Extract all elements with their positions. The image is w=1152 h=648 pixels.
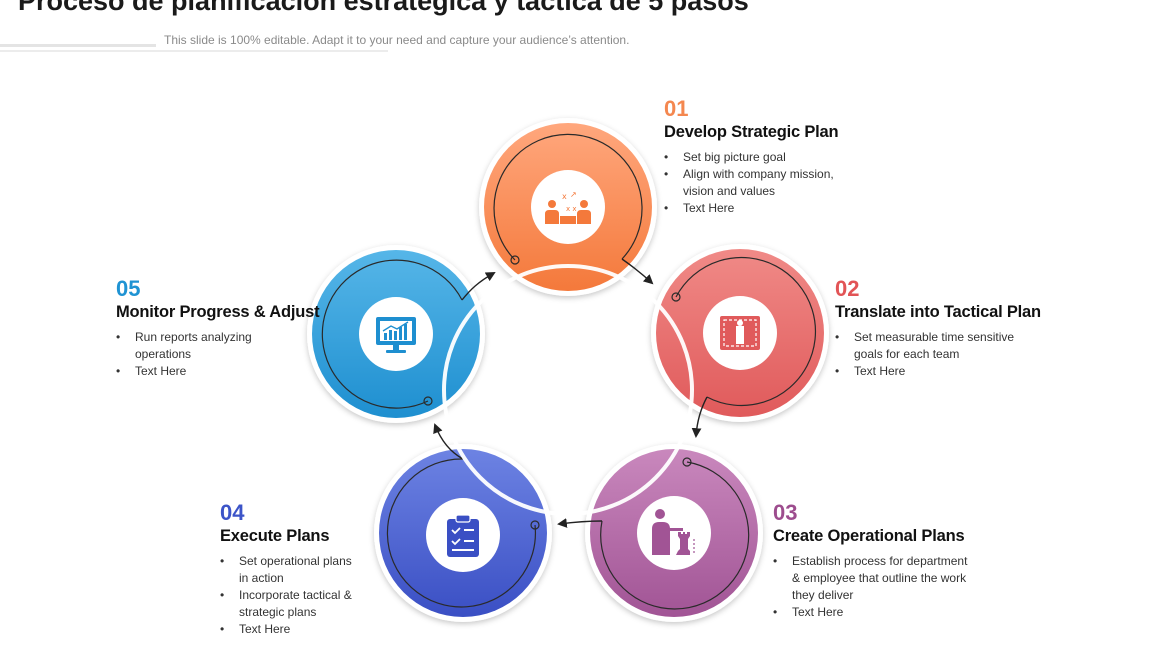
title-underline-secondary bbox=[0, 50, 388, 52]
step-03-text: 03 Create Operational Plans Establish pr… bbox=[773, 500, 973, 621]
bullet-item: Text Here bbox=[116, 363, 266, 380]
bullet-item: Text Here bbox=[220, 621, 360, 638]
strategy-meeting-icon: x ↗ x x bbox=[531, 170, 605, 244]
step-number: 03 bbox=[773, 500, 798, 525]
step-02-text: 02 Translate into Tactical Plan Set meas… bbox=[835, 276, 1041, 380]
bullet-item: Text Here bbox=[773, 604, 973, 621]
step-number: 02 bbox=[835, 276, 860, 301]
bullet-item: Align with company mission, vision and v… bbox=[664, 166, 864, 200]
step-bullets: Run reports analyzing operations Text He… bbox=[116, 329, 266, 380]
step-heading: Translate into Tactical Plan bbox=[835, 303, 1041, 321]
bullet-item: Incorporate tactical & strategic plans bbox=[220, 587, 360, 621]
chess-operator-icon bbox=[637, 496, 711, 570]
bullet-item: Text Here bbox=[835, 363, 1015, 380]
bullet-item: Set operational plans in action bbox=[220, 553, 360, 587]
step-heading: Execute Plans bbox=[220, 527, 330, 545]
bullet-item: Run reports analyzing operations bbox=[116, 329, 266, 363]
svg-text:↗: ↗ bbox=[570, 190, 577, 199]
clipboard-checklist-icon bbox=[426, 498, 500, 572]
step-heading: Develop Strategic Plan bbox=[664, 123, 839, 141]
step-number: 01 bbox=[664, 96, 689, 121]
step-bullets: Establish process for department & emplo… bbox=[773, 553, 973, 621]
bullet-item: Set measurable time sensitive goals for … bbox=[835, 329, 1015, 363]
page-title: Proceso de planificación estratégica y t… bbox=[18, 0, 749, 16]
tactical-board-icon bbox=[703, 296, 777, 370]
step-bullets: Set measurable time sensitive goals for … bbox=[835, 329, 1015, 380]
step-bullets: Set operational plans in action Incorpor… bbox=[220, 553, 360, 638]
title-underline bbox=[0, 44, 156, 47]
step-bullets: Set big picture goal Align with company … bbox=[664, 149, 864, 217]
center-ring bbox=[442, 264, 694, 516]
bullet-item: Set big picture goal bbox=[664, 149, 864, 166]
step-04-text: 04 Execute Plans Set operational plans i… bbox=[220, 500, 360, 638]
bullet-item: Text Here bbox=[664, 200, 864, 217]
step-heading: Create Operational Plans bbox=[773, 527, 965, 545]
page-subtitle: This slide is 100% editable. Adapt it to… bbox=[164, 33, 630, 47]
svg-text:x x: x x bbox=[566, 205, 577, 213]
monitor-chart-icon bbox=[359, 297, 433, 371]
step-05-text: 05 Monitor Progress & Adjust Run reports… bbox=[116, 276, 320, 380]
step-number: 05 bbox=[116, 276, 141, 301]
step-01-text: 01 Develop Strategic Plan Set big pictur… bbox=[664, 96, 864, 217]
step-number: 04 bbox=[220, 500, 245, 525]
step-heading: Monitor Progress & Adjust bbox=[116, 303, 320, 321]
bullet-item: Establish process for department & emplo… bbox=[773, 553, 973, 604]
svg-text:x: x bbox=[562, 192, 567, 201]
